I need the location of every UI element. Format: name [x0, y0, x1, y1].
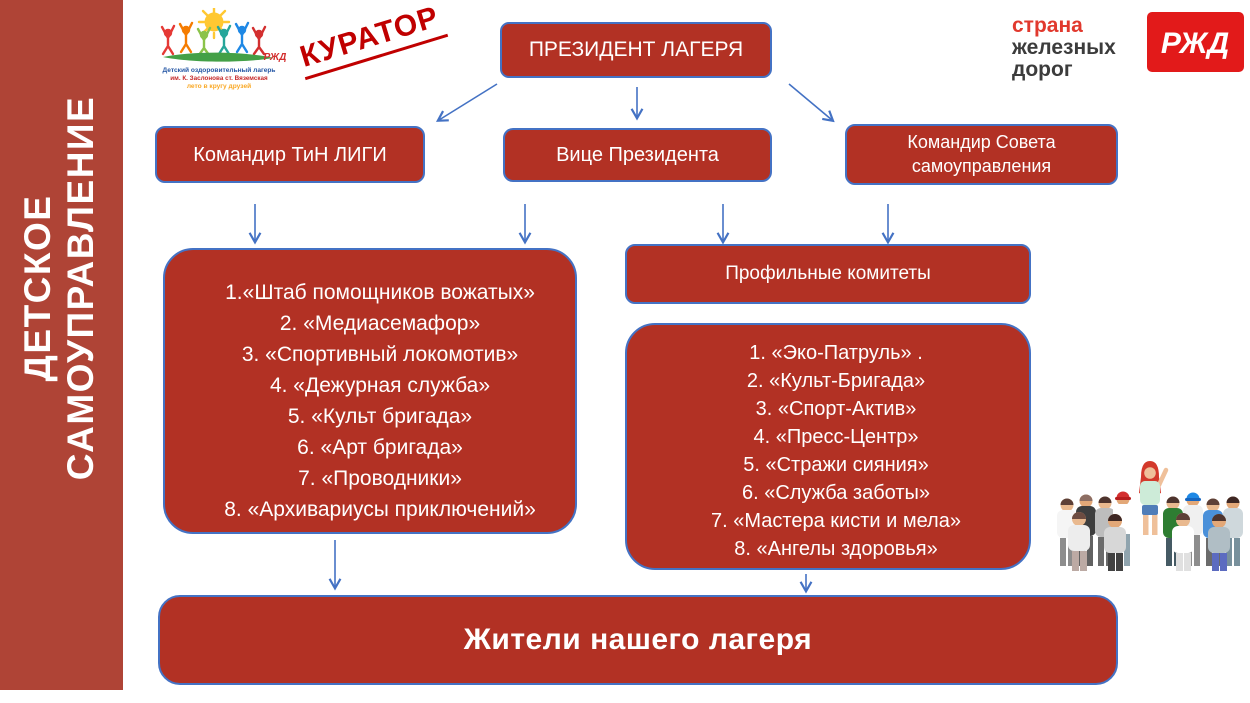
- list-item: 4. «Дежурная служба»: [269, 374, 491, 397]
- camp-residents-box: Жители нашего лагеря: [158, 595, 1118, 685]
- list-item: 7. «Проводники»: [298, 467, 462, 490]
- campers-photo: [1053, 453, 1249, 580]
- szd-line-3: дорог: [1012, 58, 1073, 81]
- szd-wordmark: страна железных дорог: [1012, 15, 1116, 81]
- lifted-girl: [1139, 461, 1169, 535]
- szd-line-1: страна: [1012, 14, 1083, 37]
- camp-logo-caption-1: Детский оздоровительный лагерь: [163, 66, 276, 74]
- camp-logo-icon: РЖД Детский оздоровительный лагерь им. К…: [160, 6, 287, 90]
- slide-title-line2: САМОУПРАВЛЕНИЕ: [60, 95, 101, 481]
- campers-front-row: [1068, 512, 1230, 571]
- commander-tin-league-box: Командир ТиН ЛИГИ: [155, 126, 425, 183]
- sun-icon: [204, 12, 224, 32]
- list-item: 3. «Спорт-Актив»: [755, 398, 917, 420]
- list-item: 2. «Медиасемафор»: [279, 312, 481, 335]
- sidebar-banner: ДЕТСКОЕ САМОУПРАВЛЕНИЕ: [0, 0, 123, 690]
- list-item: 1.«Штаб помощников вожатых»: [225, 281, 535, 304]
- vice-president-box: Вице Президента: [503, 128, 772, 182]
- list-item: 6. «Арт бригада»: [297, 436, 463, 459]
- jumping-kids-icon: [160, 21, 267, 57]
- list-item: 7. «Мастера кисти и мела»: [711, 510, 961, 532]
- league-squads-box: 1.«Штаб помощников вожатых» 2. «Медиасем…: [163, 248, 577, 534]
- list-item: 8. «Архивариусы приключений»: [224, 498, 536, 521]
- arrow-president-to-council: [788, 83, 832, 120]
- szd-line-2: железных: [1012, 36, 1116, 59]
- slide-title-line1: ДЕТСКОЕ: [17, 194, 59, 382]
- camp-logo-caption-3: лето в кругу друзей: [187, 82, 251, 90]
- list-item: 5. «Культ бригада»: [287, 405, 473, 428]
- camp-logo-caption-2: им. К. Заслонова ст. Вяземская: [170, 75, 268, 82]
- list-item: 6. «Служба заботы»: [741, 482, 931, 504]
- list-item: 1. «Эко-Патруль» .: [749, 342, 923, 364]
- campers-photo-icon: [1057, 461, 1243, 571]
- rzd-logo: РЖД: [1147, 12, 1244, 77]
- profile-committees-box: Профильные комитеты: [625, 244, 1031, 304]
- camp-logo: РЖД Детский оздоровительный лагерь им. К…: [147, 6, 293, 101]
- arrow-president-to-tin: [439, 83, 498, 120]
- committees-list-box: 1. «Эко-Патруль» . 2. «Культ-Бригада» 3.…: [625, 323, 1031, 570]
- list-item: 3. «Спортивный локомотив»: [241, 343, 519, 366]
- council-commander-box: Командир Совета самоуправления: [845, 124, 1118, 185]
- president-box: ПРЕЗИДЕНТ ЛАГЕРЯ: [500, 22, 772, 78]
- rzd-logo-text: РЖД: [1161, 27, 1229, 60]
- curator-label: КУРАТОР: [294, 0, 449, 81]
- list-item: 2. «Культ-Бригада»: [746, 370, 926, 392]
- grass-icon: [163, 52, 274, 62]
- league-squads-list: 1.«Штаб помощников вожатых» 2. «Медиасем…: [165, 250, 575, 525]
- committees-list: 1. «Эко-Патруль» . 2. «Культ-Бригада» 3.…: [627, 325, 1029, 563]
- list-item: 4. «Пресс-Центр»: [753, 426, 919, 448]
- rzd-logo-icon: РЖД: [1147, 12, 1244, 72]
- camp-logo-rzd-text: РЖД: [264, 52, 287, 63]
- slide-title: ДЕТСКОЕ САМОУПРАВЛЕНИЕ: [17, 96, 103, 480]
- list-item: 8. «Ангелы здоровья»: [734, 538, 938, 560]
- list-item: 5. «Стражи сияния»: [743, 454, 929, 476]
